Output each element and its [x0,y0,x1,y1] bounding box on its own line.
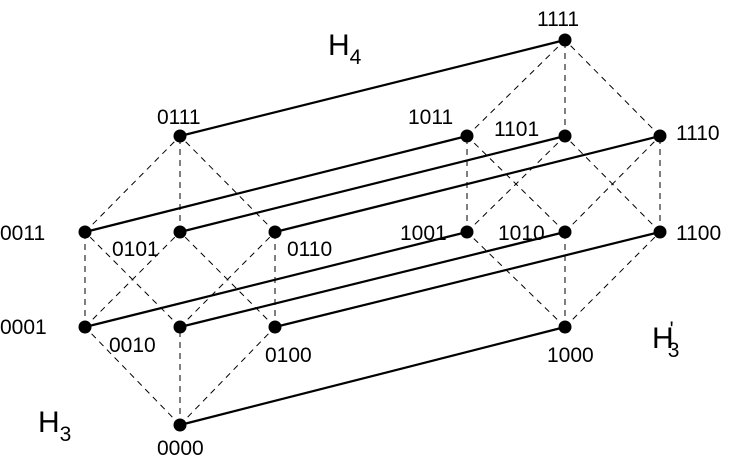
vertex-label-1100: 1100 [676,222,721,245]
h3-prime-label: H'3 [652,318,679,362]
vertex-1111 [558,33,572,47]
vertex-label-1010: 1010 [498,222,545,245]
vertex-0011 [78,225,92,239]
h4-label: H4 [328,29,362,69]
vertex-label-0000: 0000 [157,437,204,460]
vertex-label-0011: 0011 [0,222,45,245]
vertex-0111 [173,129,187,143]
vertex-1100 [653,225,667,239]
dashed-edge-1000-1100 [564,231,661,328]
dashed-edge-0000-0001 [84,326,181,426]
vertex-label-0010: 0010 [109,334,156,357]
solid-edges [84,38,661,427]
dashed-edge-1011-1111 [466,39,566,137]
vertex-1000 [558,320,572,334]
vertex-0100 [268,320,282,334]
vertex-label-1110: 1110 [676,122,720,145]
h3-prime-label-base: H [652,322,674,355]
h3-prime-label-sub: 3 [668,339,680,362]
vertex-0001 [78,320,92,334]
solid-edge-0101-1101 [179,134,566,234]
vertex-0110 [268,225,282,239]
h3-label-base: H [38,406,60,439]
dashed-edge-0110-0111 [179,135,276,233]
solid-edge-0011-1011 [84,134,468,234]
vertex-1110 [653,129,667,143]
vertex-label-0001: 0001 [0,316,47,339]
vertex-label-0110: 0110 [287,238,332,261]
vertex-label-1101: 1101 [494,118,539,141]
vertex-label-1011: 1011 [408,106,453,129]
dashed-edge-1100-1101 [564,135,661,233]
dashed-edge-0010-0011 [84,231,181,328]
vertex-label-0100: 0100 [265,344,312,367]
vertex-label-1000: 1000 [547,344,594,367]
vertex-1101 [558,129,572,143]
vertex-label-1001: 1001 [400,222,447,245]
solid-edge-0010-1010 [179,230,566,329]
dashed-edge-1000-1001 [466,231,566,328]
solid-edge-0001-1001 [84,230,468,329]
solid-edge-0110-1110 [274,134,661,234]
h4-label-base: H [328,29,350,62]
vertex-label-0111: 0111 [157,106,201,129]
vertex-1011 [460,129,474,143]
solid-edge-0111-1111 [179,38,566,138]
vertex-1001 [460,225,474,239]
h3-prime-label-prime: ' [670,318,674,341]
dashed-edge-1110-1111 [564,39,661,137]
vertex-nodes [78,33,667,432]
vertex-labels: 0000 0001 0010 0011 0100 0101 0110 0111 1000 1001… [0,8,721,460]
dashed-edge-1010-1011 [466,135,566,233]
dashed-edge-0100-0101 [179,231,276,328]
vertex-0000 [173,418,187,432]
solid-edge-0100-1100 [274,230,661,329]
vertex-label-1111: 1111 [537,8,579,31]
vertex-label-0101: 0101 [112,238,159,261]
dashed-edge-0011-0111 [84,135,181,233]
h4-label-sub: 4 [350,46,362,69]
vertex-0101 [173,225,187,239]
solid-edge-0000-1000 [179,325,566,427]
vertex-1010 [558,225,572,239]
dashed-edges [84,39,661,426]
h3-label-sub: 3 [60,423,72,446]
dashed-edge-0000-0100 [179,326,276,426]
vertex-0010 [173,320,187,334]
h3-label: H3 [38,406,71,446]
